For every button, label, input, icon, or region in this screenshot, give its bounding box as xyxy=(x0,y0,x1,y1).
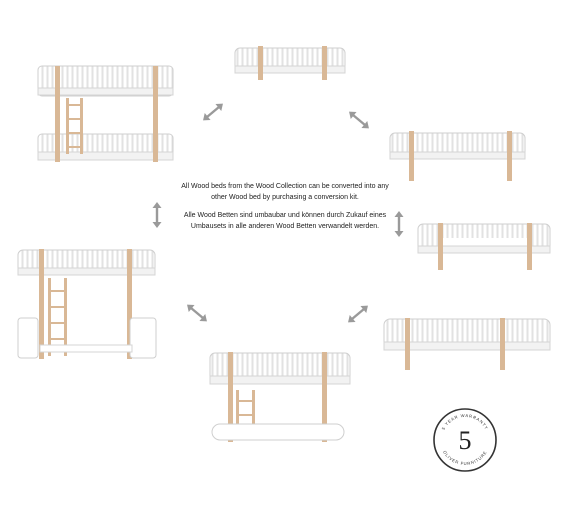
arrow-icon xyxy=(349,111,369,129)
warranty-number: 5 xyxy=(459,426,472,455)
arrow-icon xyxy=(394,211,404,237)
description-german: Alle Wood Betten sind umbaubar und könne… xyxy=(183,212,387,230)
warranty-badge: 5 YEAR WARRANTY OLIVER FURNITURE 5 xyxy=(433,408,497,472)
description-block: All Wood beds from the Wood Collection c… xyxy=(180,182,390,240)
arrow-icon xyxy=(152,202,162,228)
description-english: All Wood beds from the Wood Collection c… xyxy=(181,183,389,201)
loft-bed-half-high-icon xyxy=(209,352,351,442)
arrow-icon xyxy=(203,103,223,121)
day-bed-icon xyxy=(389,131,526,181)
arrow-icon xyxy=(348,305,368,323)
loft-bed-high-icon xyxy=(17,249,157,359)
junior-bed-icon xyxy=(234,46,346,80)
sofa-bed-icon xyxy=(383,318,551,370)
low-bed-icon xyxy=(417,223,551,270)
bunk-bed-icon xyxy=(37,65,174,162)
arrow-icon xyxy=(187,304,207,322)
